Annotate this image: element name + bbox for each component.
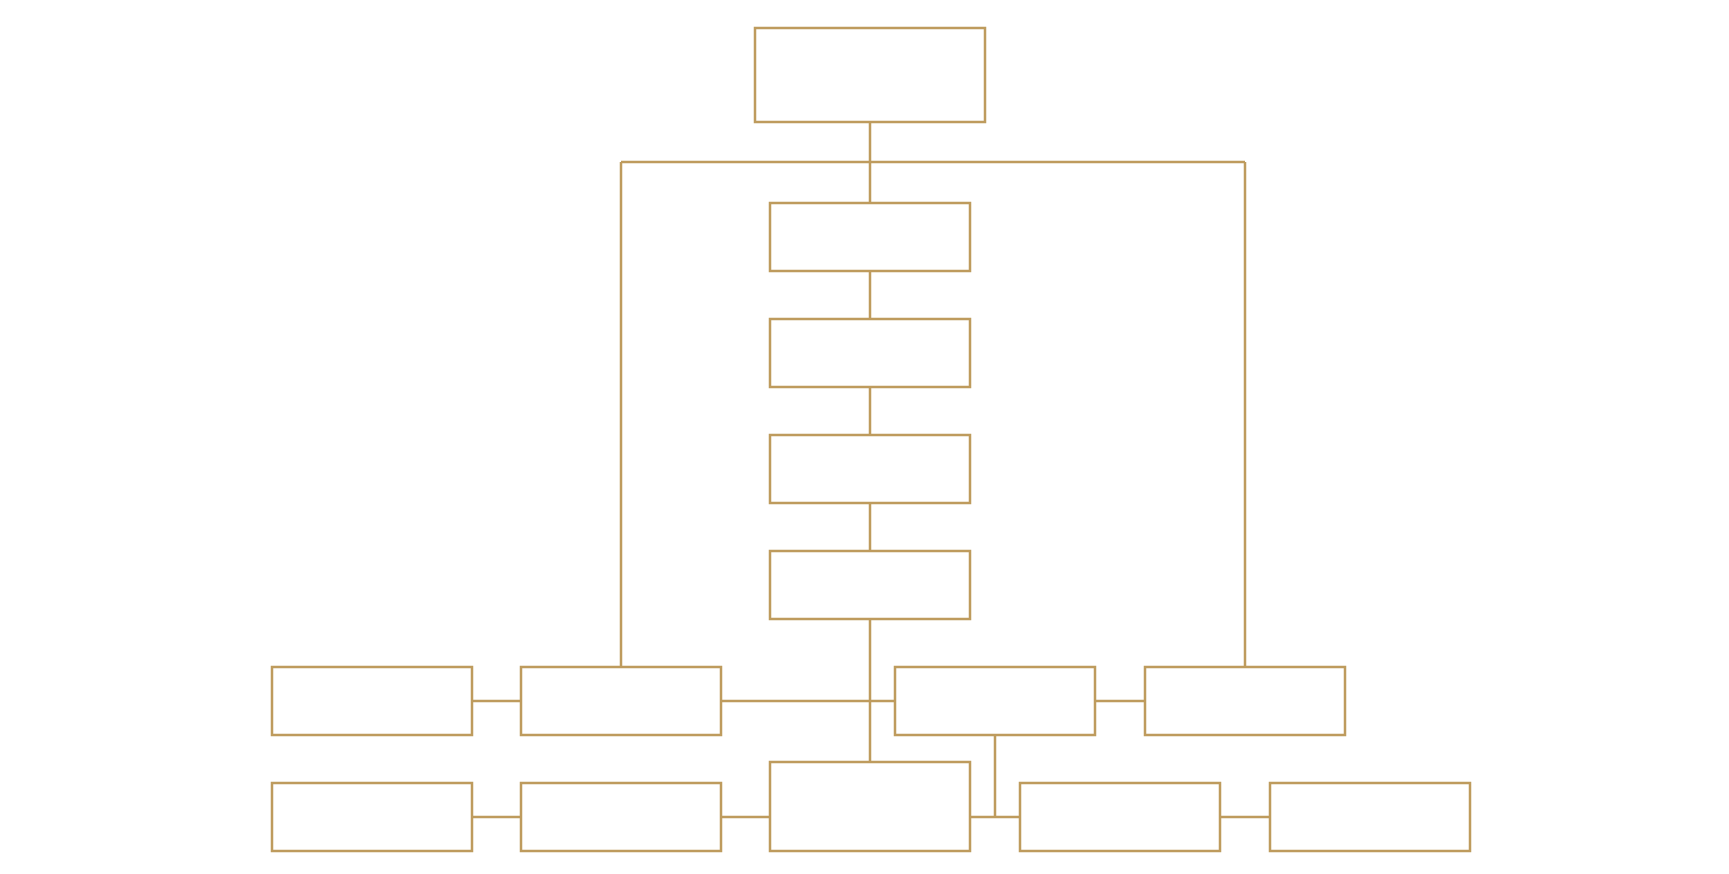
node-box[interactable] (1268, 781, 1472, 853)
node-box[interactable] (768, 549, 972, 621)
node-box[interactable] (1143, 665, 1347, 737)
node-c1[interactable] (768, 201, 972, 273)
node-box[interactable] (753, 26, 987, 124)
node-b3[interactable] (768, 760, 972, 853)
connectors (472, 122, 1270, 819)
node-box[interactable] (270, 665, 474, 737)
node-box[interactable] (893, 665, 1097, 737)
node-box[interactable] (768, 317, 972, 389)
nodes (270, 26, 1472, 853)
node-b2[interactable] (519, 781, 723, 853)
node-l1[interactable] (270, 665, 474, 737)
node-r1[interactable] (893, 665, 1097, 737)
node-box[interactable] (270, 781, 474, 853)
node-b1[interactable] (270, 781, 474, 853)
node-box[interactable] (768, 760, 972, 853)
node-box[interactable] (519, 665, 723, 737)
node-r2[interactable] (1143, 665, 1347, 737)
node-b5[interactable] (1268, 781, 1472, 853)
node-box[interactable] (519, 781, 723, 853)
node-c4[interactable] (768, 549, 972, 621)
node-box[interactable] (768, 433, 972, 505)
node-l2[interactable] (519, 665, 723, 737)
node-b4[interactable] (1018, 781, 1222, 853)
node-c2[interactable] (768, 317, 972, 389)
node-c3[interactable] (768, 433, 972, 505)
node-box[interactable] (1018, 781, 1222, 853)
node-box[interactable] (768, 201, 972, 273)
node-root[interactable] (753, 26, 987, 124)
